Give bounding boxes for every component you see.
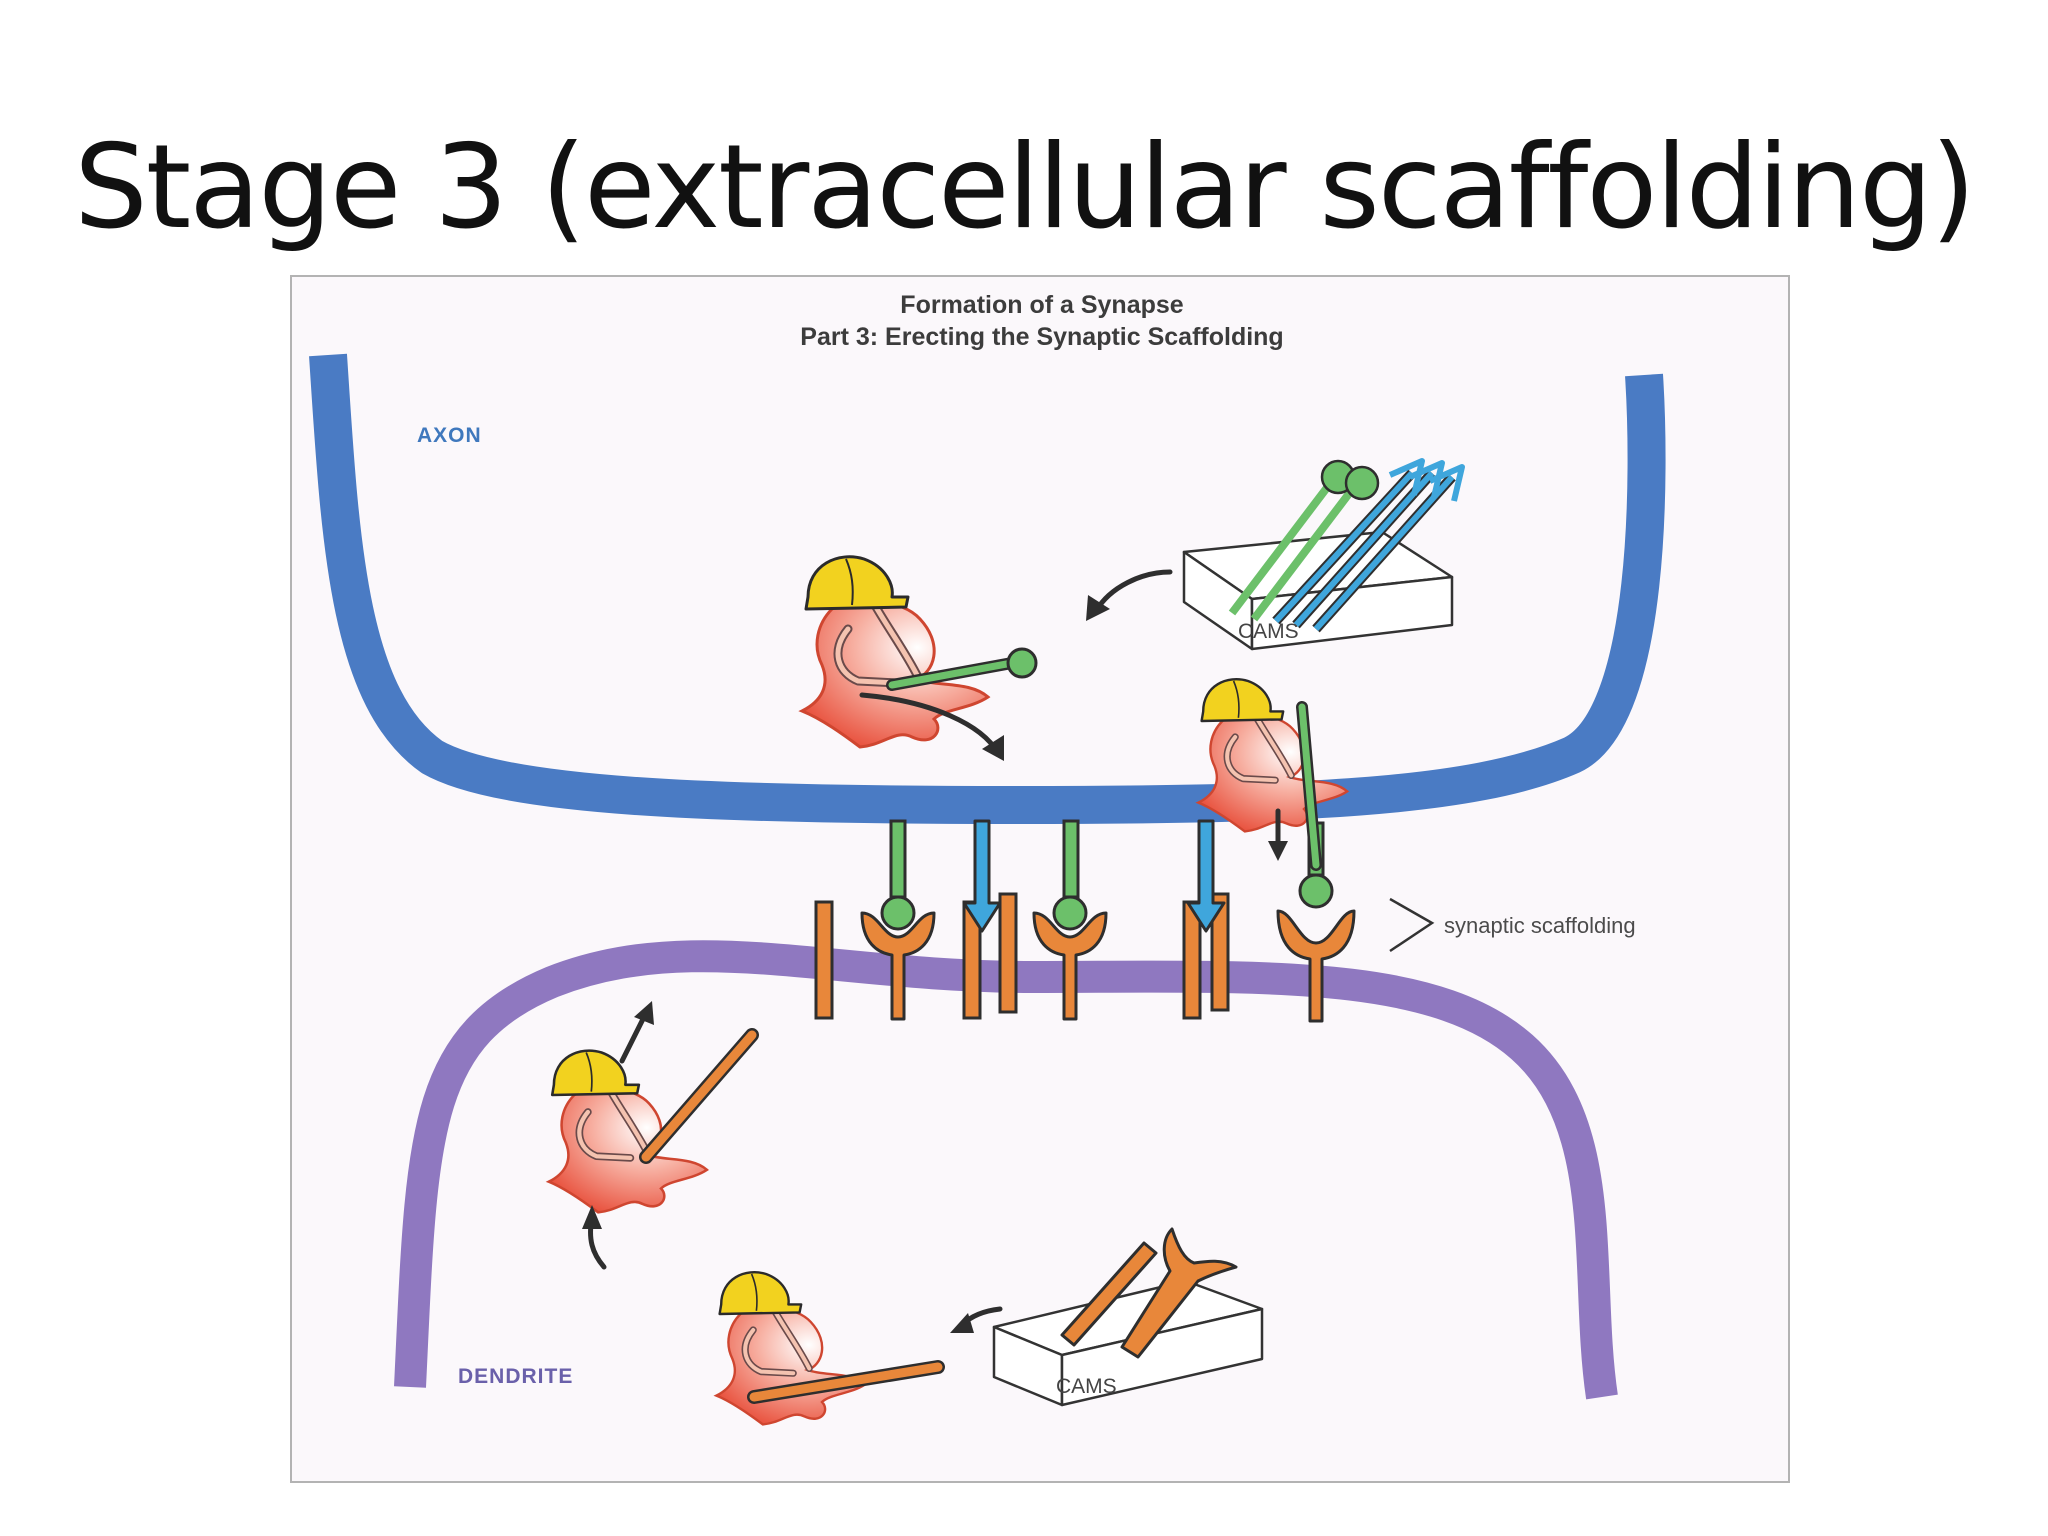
figure-subtitle: Part 3: Erecting the Synaptic Scaffoldin… xyxy=(800,323,1284,351)
dendrite-label: DENDRITE xyxy=(458,1365,574,1388)
cams-box-top xyxy=(1182,530,1454,651)
scaffold-bracket xyxy=(1389,897,1435,953)
synapse-diagram xyxy=(309,353,1666,1485)
worker-bottom-2 xyxy=(716,1272,945,1424)
worker-bottom-1 xyxy=(549,1028,759,1212)
slide-title: Stage 3 (extracellular scaffolding) xyxy=(74,120,1976,255)
blue-cams xyxy=(962,819,1226,933)
green-cams xyxy=(880,819,1334,931)
axon-membrane xyxy=(309,353,1666,825)
movement-arrowheads xyxy=(582,595,1288,1333)
synapse-figure: Formation of a Synapse Part 3: Erecting … xyxy=(290,275,1790,1483)
synaptic-scaffolding-label: synaptic scaffolding xyxy=(1444,913,1636,938)
figure-title: Formation of a Synapse xyxy=(900,291,1184,319)
cams-bottom-items xyxy=(1060,1227,1238,1359)
cams-top-blue xyxy=(1272,458,1465,633)
cams-top-green xyxy=(1228,459,1380,622)
worker-top-2 xyxy=(1198,679,1347,871)
axon-label: AXON xyxy=(417,424,482,447)
worker-top-1 xyxy=(802,557,1038,747)
dendrite-membrane xyxy=(394,940,1618,1400)
cams-label-top: CAMS xyxy=(1238,620,1299,643)
scaffold-receptors xyxy=(860,909,1356,1023)
cams-box-bottom xyxy=(992,1279,1264,1407)
cams-label-bottom: CAMS xyxy=(1056,1375,1117,1398)
